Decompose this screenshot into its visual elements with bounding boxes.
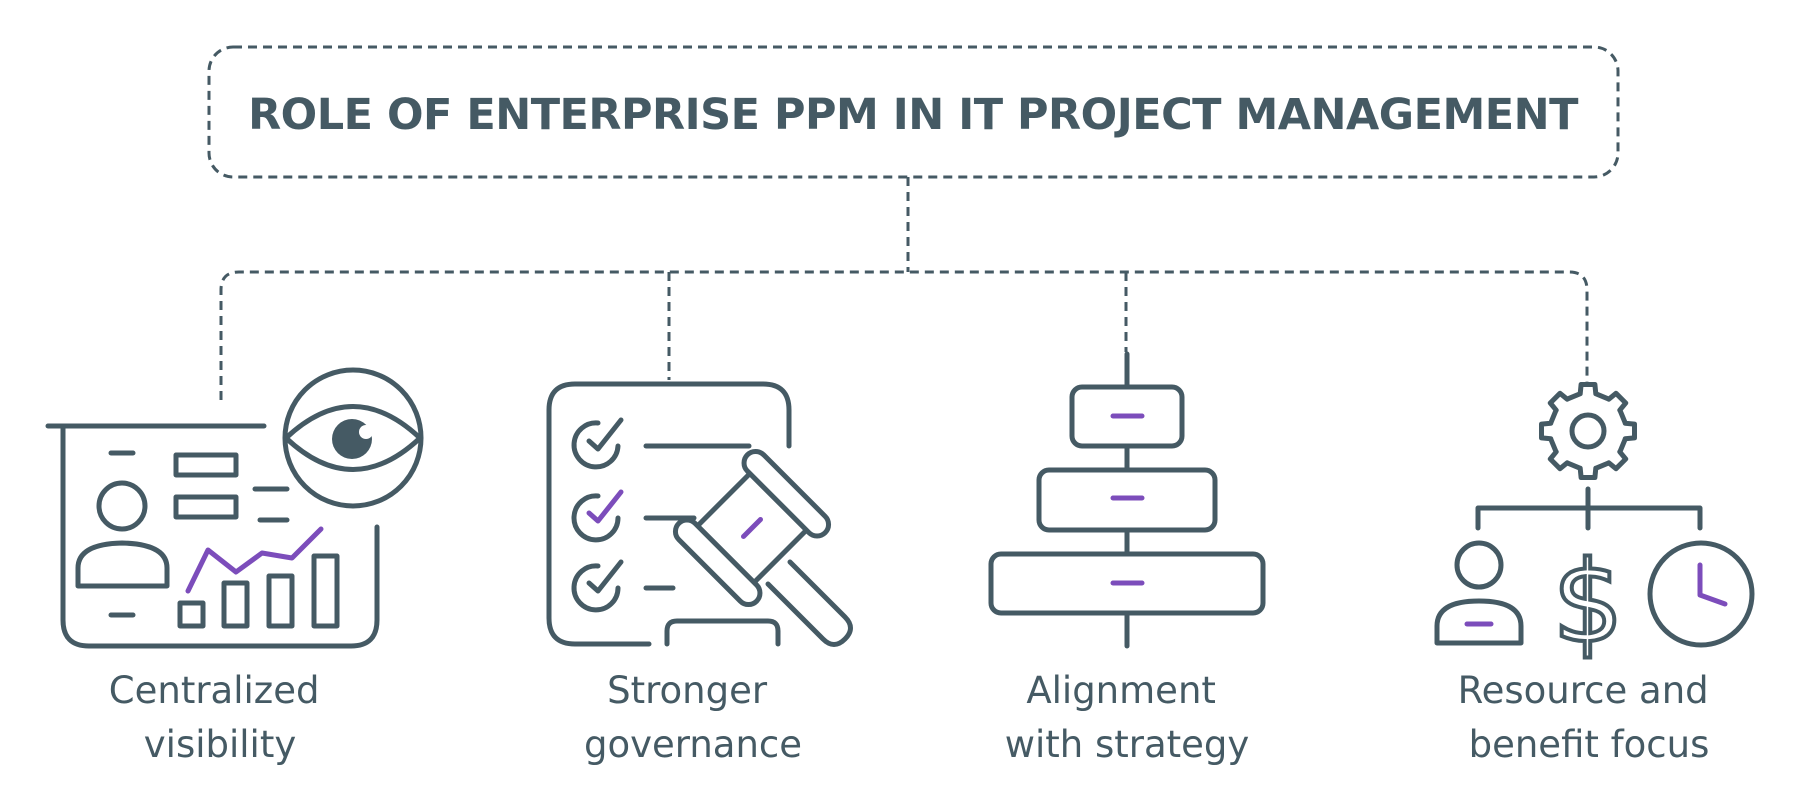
bar-icon <box>221 580 250 629</box>
label-alignment-with-strategy: Alignment with strategy <box>1005 669 1250 766</box>
dollar-icon: $ <box>1552 538 1623 668</box>
labels: Centralized visibility Stronger governan… <box>109 669 1721 766</box>
check-item <box>571 417 752 470</box>
title-box-border <box>207 45 1620 179</box>
title-box: ROLE OF ENTERPRISE PPM IN IT PROJECT MAN… <box>207 45 1620 179</box>
stacked-hierarchy-icon <box>988 351 1266 649</box>
title: ROLE OF ENTERPRISE PPM IN IT PROJECT MAN… <box>248 90 1579 140</box>
dashboard-eye-icon <box>45 367 424 649</box>
bar-icon <box>266 573 295 629</box>
gear-person-dollar-clock-icon: $ <box>1434 382 1755 670</box>
bar-icon <box>311 553 340 629</box>
checklist-gavel-icon <box>546 381 853 647</box>
eye-icon <box>282 367 424 509</box>
bar-icon <box>177 600 206 629</box>
gear-icon <box>1539 382 1637 480</box>
clock-icon <box>1647 540 1755 648</box>
gavel-icon <box>672 448 832 608</box>
connectors <box>219 177 1589 400</box>
connector-bus <box>219 270 1589 400</box>
gavel-base-icon <box>664 618 781 647</box>
person-body-icon <box>75 540 170 589</box>
gavel-handle-icon <box>765 559 853 647</box>
label-stronger-governance: Stronger governance <box>584 669 802 766</box>
person-head-icon <box>96 480 148 532</box>
check-item <box>571 559 676 613</box>
trend-line-icon <box>185 526 324 594</box>
label-resource-and-benefit-focus: Resource and benefit focus <box>1458 669 1721 766</box>
person-icon <box>1434 540 1524 646</box>
label-centralized-visibility: Centralized visibility <box>109 669 331 766</box>
